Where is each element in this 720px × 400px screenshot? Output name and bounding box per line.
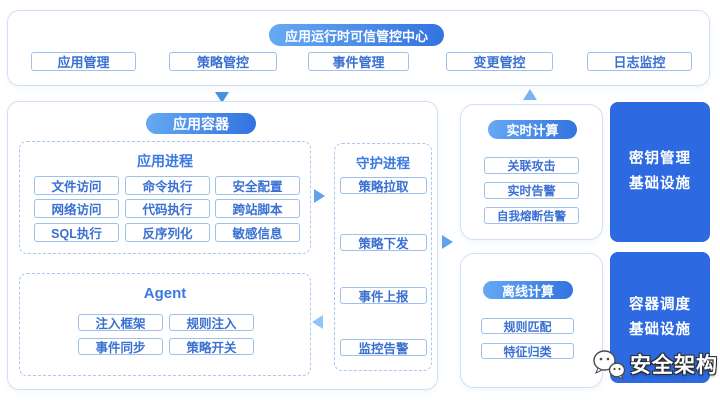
realtime-title: 实时计算 (506, 123, 559, 138)
watermark-text: 安全架构 (630, 354, 718, 377)
container-scheduler-infra-line2: 基础设施 (629, 321, 691, 338)
app-container-title: 应用容器 (173, 115, 229, 132)
node-code-exec: 代码执行 (125, 199, 210, 218)
control-center-title: 应用运行时可信管控中心 (284, 28, 428, 44)
watermark: 安全架构 (592, 349, 718, 379)
node-app-management: 应用管理 (31, 52, 136, 71)
realtime-panel: 实时计算 关联攻击 实时告警 自我熔断告警 (460, 104, 603, 240)
realtime-title-pill: 实时计算 (488, 120, 577, 139)
node-sensitive-info: 敏感信息 (215, 223, 300, 242)
agent-box: Agent 注入框架 规则注入 事件同步 策略开关 (19, 273, 311, 376)
offline-panel: 离线计算 规则匹配 特征归类 (460, 253, 603, 388)
container-scheduler-infra-line1: 容器调度 (629, 296, 691, 313)
node-policy-dispatch: 策略下发 (340, 234, 427, 251)
app-process-box: 应用进程 文件访问 命令执行 安全配置 网络访问 代码执行 跨站脚本 SQL执行… (19, 141, 311, 254)
app-process-title: 应用进程 (137, 153, 193, 169)
node-xss: 跨站脚本 (215, 199, 300, 218)
node-file-access: 文件访问 (34, 176, 119, 195)
node-rule-match: 规则匹配 (481, 318, 574, 334)
node-realtime-alert: 实时告警 (484, 182, 579, 199)
agent-title: Agent (143, 285, 187, 302)
wechat-chat-bubbles-icon (592, 349, 626, 379)
offline-title: 离线计算 (501, 283, 554, 299)
arrow-daemon-to-agent-icon (312, 315, 323, 329)
node-policy-pull: 策略拉取 (340, 177, 427, 194)
daemon-box: 守护进程 策略拉取 策略下发 事件上报 监控告警 (334, 143, 432, 371)
key-management-infra-line1: 密钥管理 (629, 151, 691, 168)
node-change-control: 变更管控 (446, 52, 553, 71)
node-inject-framework: 注入框架 (78, 314, 163, 331)
node-sql-exec: SQL执行 (34, 223, 119, 242)
control-center-title-pill: 应用运行时可信管控中心 (269, 24, 444, 46)
offline-title-pill: 离线计算 (483, 281, 573, 299)
app-container-panel: 应用容器 应用进程 文件访问 命令执行 安全配置 网络访问 代码执行 跨站脚本 … (7, 101, 438, 390)
node-correlation-attack: 关联攻击 (484, 157, 579, 174)
node-log-monitoring: 日志监控 (587, 52, 692, 71)
node-policy-control: 策略管控 (169, 52, 277, 71)
arrow-container-to-computing-icon (442, 235, 453, 249)
node-policy-switch: 策略开关 (169, 338, 254, 355)
node-self-circuit-break-alert: 自我熔断告警 (484, 207, 579, 224)
control-center-panel: 应用运行时可信管控中心 应用管理 策略管控 事件管理 变更管控 日志监控 (7, 10, 710, 86)
node-event-report: 事件上报 (340, 287, 427, 304)
arrow-down-icon (215, 92, 229, 103)
node-security-config: 安全配置 (215, 176, 300, 195)
node-feature-classify: 特征归类 (481, 343, 574, 359)
arrow-up-icon (523, 89, 537, 100)
arrow-process-to-daemon-icon (314, 189, 325, 203)
container-scheduler-infra-box: 容器调度 基础设施 (610, 252, 710, 383)
node-monitor-alert: 监控告警 (340, 339, 427, 356)
app-container-title-pill: 应用容器 (146, 113, 256, 134)
node-network-access: 网络访问 (34, 199, 119, 218)
daemon-title: 守护进程 (356, 156, 410, 171)
node-rule-inject: 规则注入 (169, 314, 254, 331)
node-event-sync: 事件同步 (78, 338, 163, 355)
node-event-management: 事件管理 (308, 52, 409, 71)
key-management-infra-box: 密钥管理 基础设施 (610, 102, 710, 242)
key-management-infra-line2: 基础设施 (629, 176, 691, 192)
node-command-exec: 命令执行 (125, 176, 210, 195)
node-deserialization: 反序列化 (125, 223, 210, 242)
